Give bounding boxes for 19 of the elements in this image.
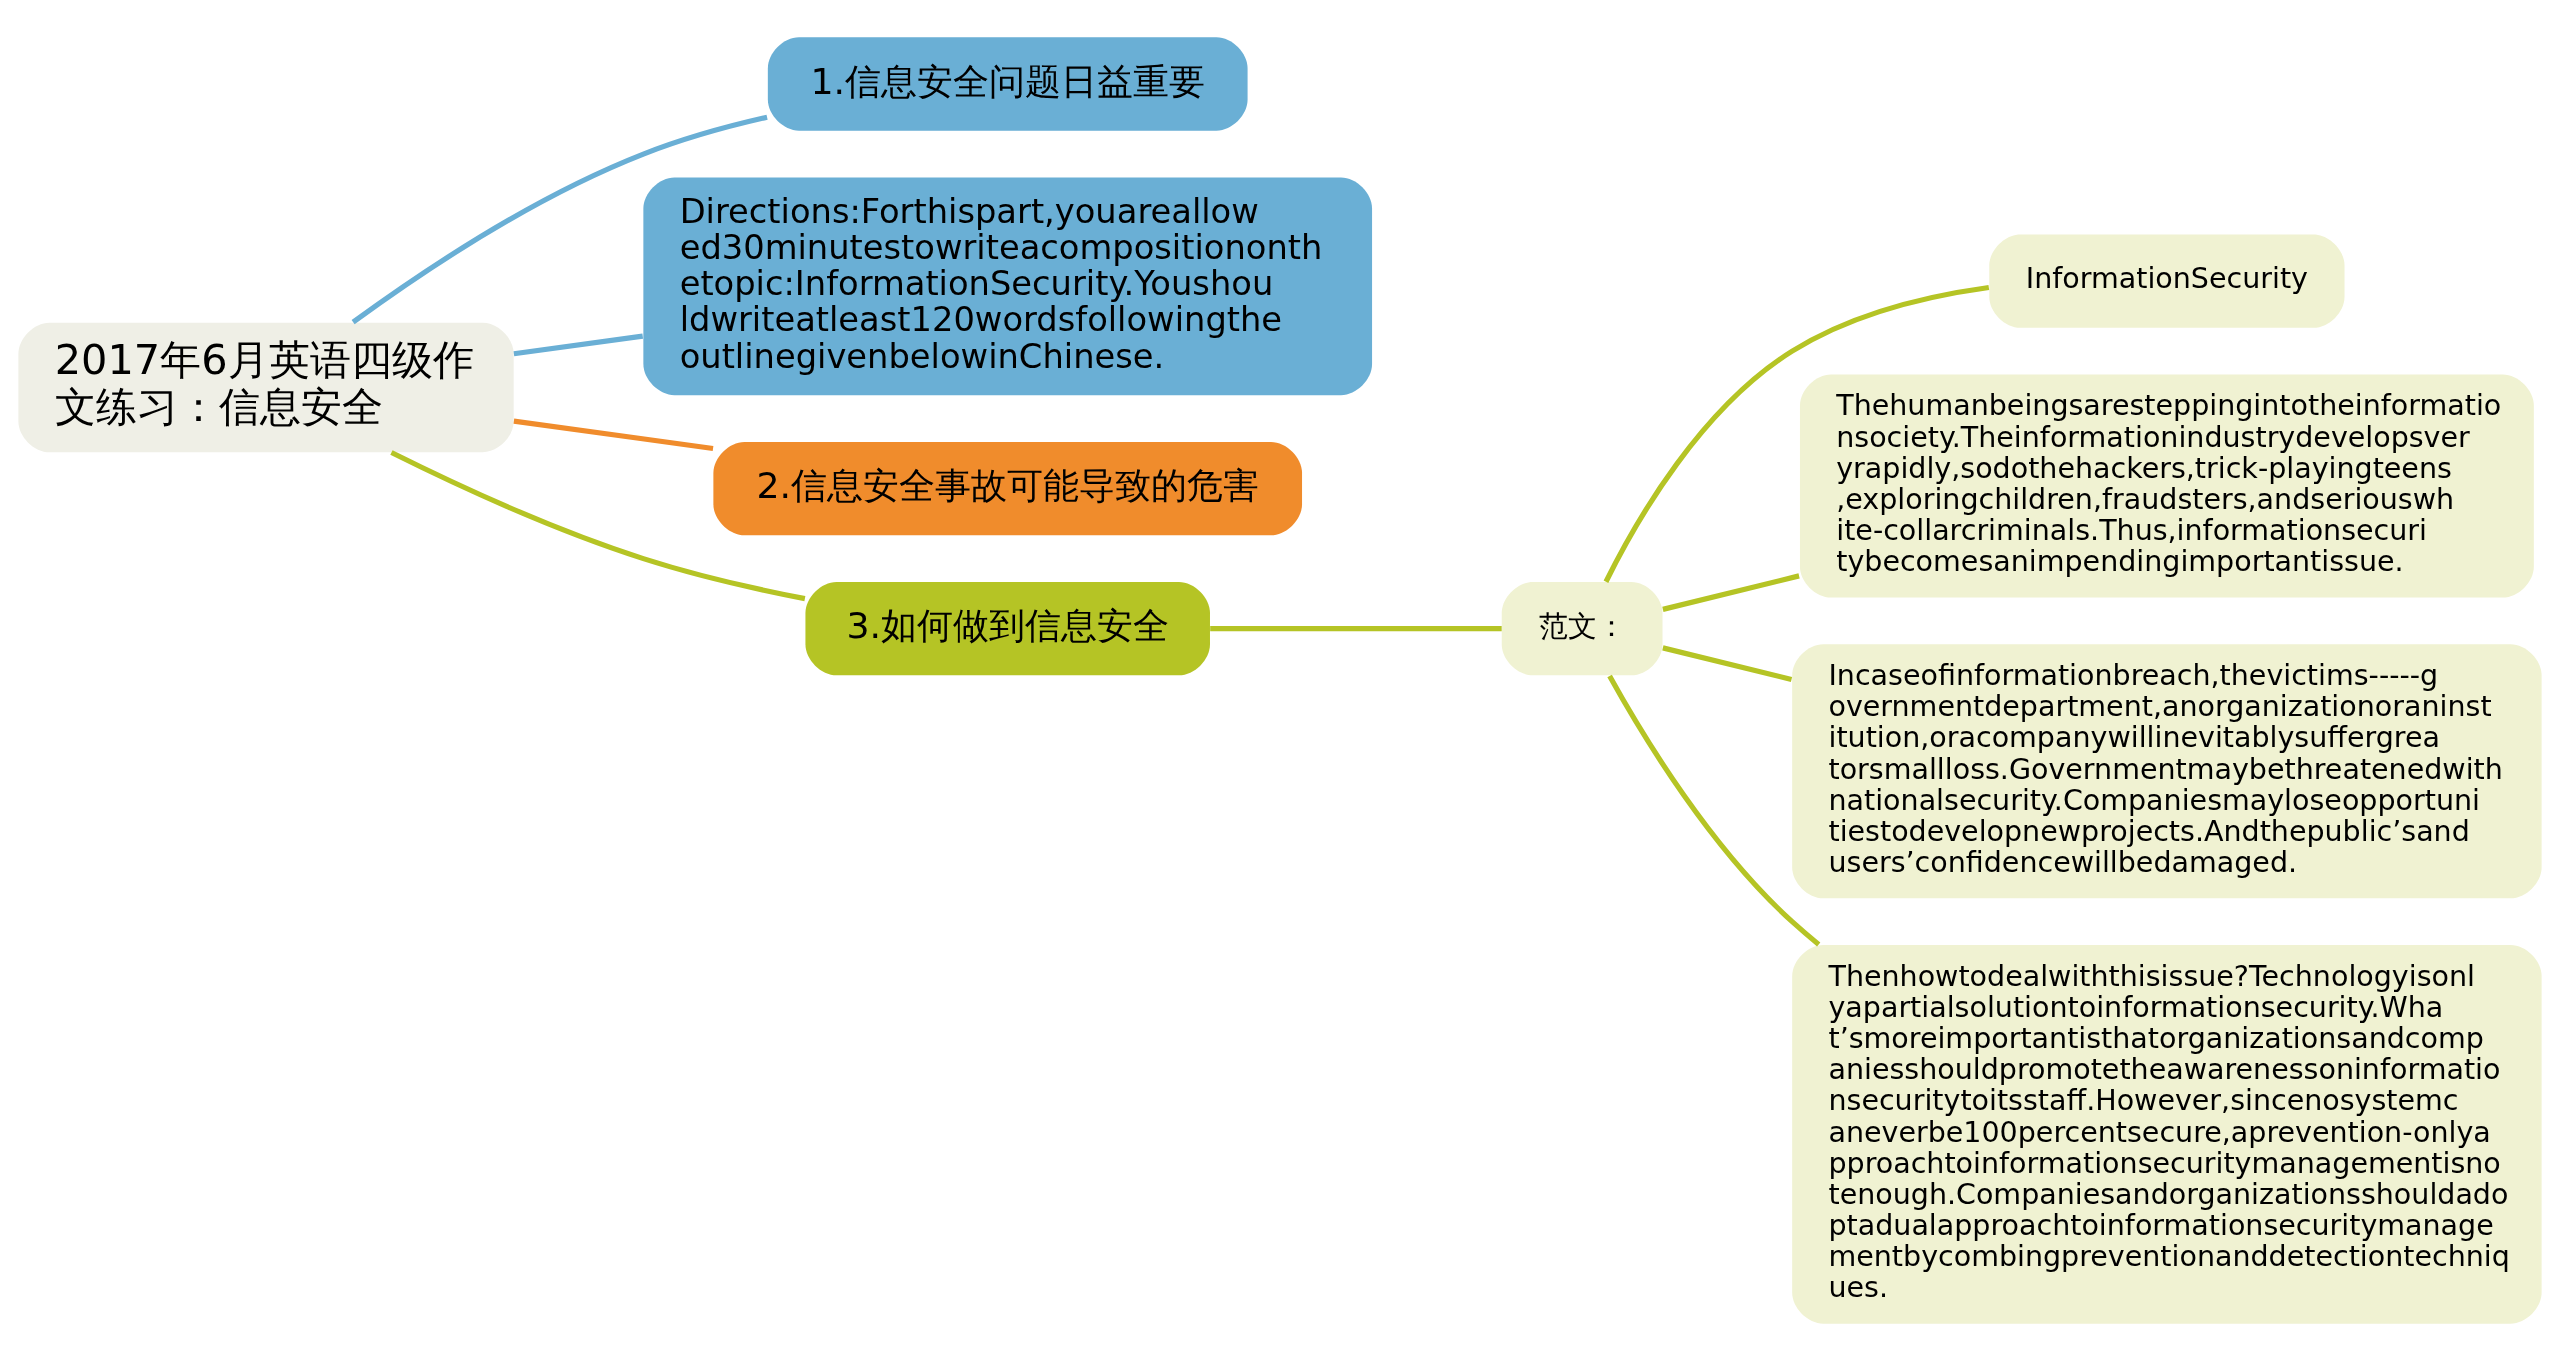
connector: [351, 114, 768, 324]
node-box: InformationSecurity: [1989, 233, 2345, 328]
node-box: 2017年6月英语四级作文练习：信息安全: [18, 322, 514, 452]
connector: [1603, 284, 1990, 583]
node-box: Directions:Forthispart,youareallowed30minutestowriteacompositiononthetopic:InformationSecurity.Youshouldwriteatleast120wordsfollowingtheoutlinegivenbelowinChinese.: [643, 176, 1373, 395]
connector: [1607, 674, 1821, 946]
node-box: 范文：: [1501, 581, 1663, 675]
node-box: 2.信息安全事故可能导致的危害: [713, 441, 1303, 535]
node-box: Thenhowtodealwiththisissue?Technologyisonlyapartialsolutiontoinformationsecurity.What’smoreimportantisthatorganizationsandcompaniesshouldpromotetheawarenessoninformationsecuritytoitsstaff.However,sincenosystemcaneverbe100percentsecure,aprevention-onlyapproachtoinformationsecuritymanagementisnotenough.Companiesandorganizationsshouldadoptadualapproachtoinformationsecuritymanagementbycombingpreventionanddetectiontechniques.: [1792, 944, 2542, 1324]
connector: [390, 449, 806, 601]
connector: [1662, 572, 1800, 612]
node-box: 1.信息安全问题日益重要: [767, 36, 1248, 131]
connector: [513, 333, 644, 356]
connector: [1210, 625, 1502, 631]
connector: [513, 418, 714, 451]
node-box: Incaseofinformationbreach,thevictims-----governmentdepartment,anorganizationoraninstitution,oracompanywillinevitablysuffergreatorsmallloss.Governmentmaybethreatenedwithnationalsecurity.Companiesmayloseopportunitiestodevelopnewprojects.Andthepublic’sandusers’confidencewillbedamaged.: [1792, 643, 2542, 898]
node-box: 3.如何做到信息安全: [805, 581, 1210, 675]
node-box: Thehumanbeingsaresteppingintotheinformationsociety.Theinformationindustrydevelopsveryrapidly,sodothehackers,trick-playingteens,exploringchildren,fraudsters,andseriouswhite-collarcriminals.Thus,informationsecuritybecomesanimpendingimportantissue.: [1799, 374, 2534, 597]
connector: [1662, 644, 1793, 682]
